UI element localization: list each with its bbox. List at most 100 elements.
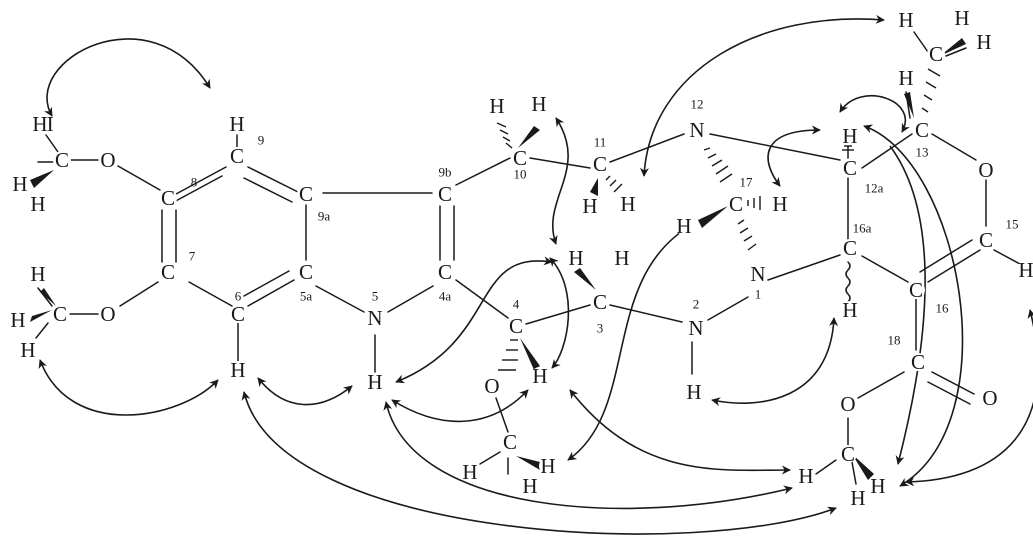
atom-label-bg <box>849 489 867 507</box>
atom-number-n-12: 12 <box>691 97 704 112</box>
atom-h-11b: H <box>620 192 635 216</box>
atom-number-c-17: 17 <box>740 175 754 190</box>
atom-h-3b: H <box>614 246 629 270</box>
atom-h-4: H <box>532 364 547 388</box>
atom-label-bg <box>1017 261 1033 279</box>
atom-c-ome4: C <box>503 430 517 454</box>
atom-h-9: H <box>229 112 244 136</box>
atom-h-me7b: H <box>10 308 25 332</box>
atom-h-me8c: H <box>30 192 45 216</box>
atom-label-bg <box>228 147 246 165</box>
atom-n-12: N <box>689 118 704 142</box>
atom-number-c-18: 18 <box>888 333 901 348</box>
atom-label-bg <box>29 195 47 213</box>
atom-h-5: H <box>367 370 382 394</box>
atom-labels: HHC9HHHCOC8C9aC9bC7OCHHHC6HC5aN5HC4aC10H… <box>9 6 1033 510</box>
atom-label-bg <box>981 389 999 407</box>
atom-label-bg <box>436 263 454 281</box>
atom-h-16a: H <box>842 298 857 322</box>
atom-label-bg <box>31 115 49 133</box>
atom-c-4: C <box>509 314 523 338</box>
atom-label-bg <box>53 151 71 169</box>
atom-label-bg <box>907 281 925 299</box>
atom-number-n-1: 1 <box>755 287 762 302</box>
atom-o-7: O <box>100 302 115 326</box>
atom-o-8: O <box>100 148 115 172</box>
atom-label-bg <box>488 97 506 115</box>
atom-label-bg <box>9 311 27 329</box>
atom-label-bg <box>159 263 177 281</box>
atom-label-bg <box>913 121 931 139</box>
atom-o-4: O <box>484 374 499 398</box>
atom-c-3: C <box>593 290 607 314</box>
atom-label-bg <box>229 361 247 379</box>
atom-label-bg <box>953 9 971 27</box>
atom-c-12a: C <box>843 156 857 180</box>
atom-label-bg <box>366 309 384 327</box>
atom-label-bg <box>228 115 246 133</box>
atom-h-me13b: H <box>954 6 969 30</box>
atom-number-c-13: 13 <box>916 145 929 160</box>
atom-h-17b: H <box>772 192 787 216</box>
atom-h-ome4b: H <box>540 454 555 478</box>
atom-o-14: O <box>978 158 993 182</box>
atom-c-me7: C <box>53 302 67 326</box>
atom-label-bg <box>869 477 887 495</box>
atom-label-bg <box>841 159 859 177</box>
atom-label-bg <box>927 45 945 63</box>
atom-number-c-4a: 4a <box>439 289 452 304</box>
atom-label-bg <box>297 263 315 281</box>
atom-label-bg <box>841 239 859 257</box>
atom-label-bg <box>531 367 549 385</box>
atom-c-7: C <box>161 260 175 284</box>
atom-c-me8: C <box>55 148 69 172</box>
atom-number-c-12a: 12a <box>865 181 884 196</box>
atom-n-1: N <box>750 262 765 286</box>
atom-c-ome18: C <box>841 442 855 466</box>
atom-number-c-3: 3 <box>597 321 604 336</box>
atom-h-17a: H <box>676 214 691 238</box>
atom-label-bg <box>51 305 69 323</box>
atom-number-c-16: 16 <box>936 301 950 316</box>
atom-label-bg <box>909 353 927 371</box>
atom-n-2: N <box>688 316 703 340</box>
atom-number-n-2: 2 <box>693 297 700 312</box>
atom-c-18: C <box>911 350 925 374</box>
atom-number-c-6: 6 <box>235 289 242 304</box>
atom-label-bg <box>581 197 599 215</box>
atom-c-9: C <box>230 144 244 168</box>
atom-label-bg <box>685 383 703 401</box>
atom-c-15: C <box>979 228 993 252</box>
atom-label-bg <box>521 477 539 495</box>
atom-label-bg <box>511 149 529 167</box>
atom-number-c-8: 8 <box>191 175 198 190</box>
atom-number-c-15: 15 <box>1006 217 1019 232</box>
atom-label-bg <box>297 185 315 203</box>
atom-h-13: H <box>898 66 913 90</box>
atom-label-bg <box>530 95 548 113</box>
atom-n-5: N <box>367 306 382 330</box>
atom-c-10: C <box>513 146 527 170</box>
atom-label-bg <box>897 11 915 29</box>
atom-label-bg <box>501 433 519 451</box>
atom-label-bg <box>591 155 609 173</box>
atom-number-c-16a: 16a <box>853 221 872 236</box>
atom-h-ome18a: H <box>798 464 813 488</box>
atom-c-5a: C <box>299 260 313 284</box>
atom-label-bg <box>461 463 479 481</box>
atom-h-me13c: H <box>976 30 991 54</box>
atom-o-18: O <box>982 386 997 410</box>
atom-label-bg <box>839 395 857 413</box>
atom-number-c-7: 7 <box>189 249 196 264</box>
atom-h-ome4a: H <box>462 460 477 484</box>
atom-number-c-11: 11 <box>594 135 607 150</box>
atom-label-bg <box>19 341 37 359</box>
atom-label-bg <box>897 69 915 87</box>
atom-o-ester: O <box>840 392 855 416</box>
atom-h-me7a: H <box>30 262 45 286</box>
atom-h-ome18b: H <box>870 474 885 498</box>
atom-h-3a: H <box>568 246 583 270</box>
atom-number-c-9a: 9a <box>318 209 331 224</box>
atom-label-bg <box>619 195 637 213</box>
